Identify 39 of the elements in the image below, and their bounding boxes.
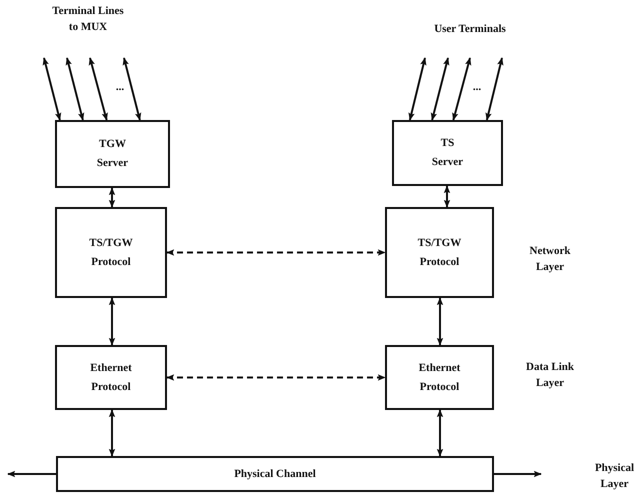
arrow	[42, 57, 62, 121]
box-label: Physical Channel	[234, 466, 316, 482]
arrow	[7, 470, 56, 478]
ellipsis: ...	[472, 80, 482, 95]
process-box	[385, 207, 494, 298]
ellipsis: ...	[114, 80, 126, 95]
annotation-label: Physical Layer	[594, 461, 636, 492]
arrow	[122, 57, 142, 121]
annotation-label: Terminal Lines to MUX	[51, 4, 125, 35]
process-box	[55, 120, 170, 188]
annotation-label: Data Link Layer	[525, 360, 575, 391]
process-box	[55, 207, 167, 298]
arrow	[108, 187, 116, 208]
box-label: Ethernet Protocol	[89, 360, 133, 394]
box-label: TS Server	[430, 136, 464, 170]
dashed-arrow	[166, 249, 386, 256]
box-label: TS/TGW Protocol	[416, 236, 462, 270]
arrow	[444, 185, 450, 208]
process-box	[385, 345, 494, 410]
box-label: TGW Server	[96, 137, 130, 171]
arrow	[88, 57, 108, 121]
dashed-arrow	[166, 374, 386, 381]
process-box	[55, 345, 167, 410]
arrow	[408, 57, 426, 121]
arrow	[436, 297, 444, 346]
process-box	[392, 120, 503, 186]
arrow	[430, 57, 450, 121]
arrow	[494, 470, 542, 478]
arrow	[436, 409, 444, 457]
box-label: Ethernet Protocol	[418, 360, 462, 394]
annotation-label: User Terminals	[433, 22, 507, 37]
arrow	[108, 409, 116, 457]
process-box	[56, 456, 494, 492]
arrow	[485, 57, 504, 121]
arrow	[452, 57, 472, 121]
box-label: TS/TGW Protocol	[88, 236, 134, 270]
arrow	[66, 57, 84, 121]
arrow	[108, 297, 116, 346]
annotation-label: Network Layer	[528, 244, 572, 275]
